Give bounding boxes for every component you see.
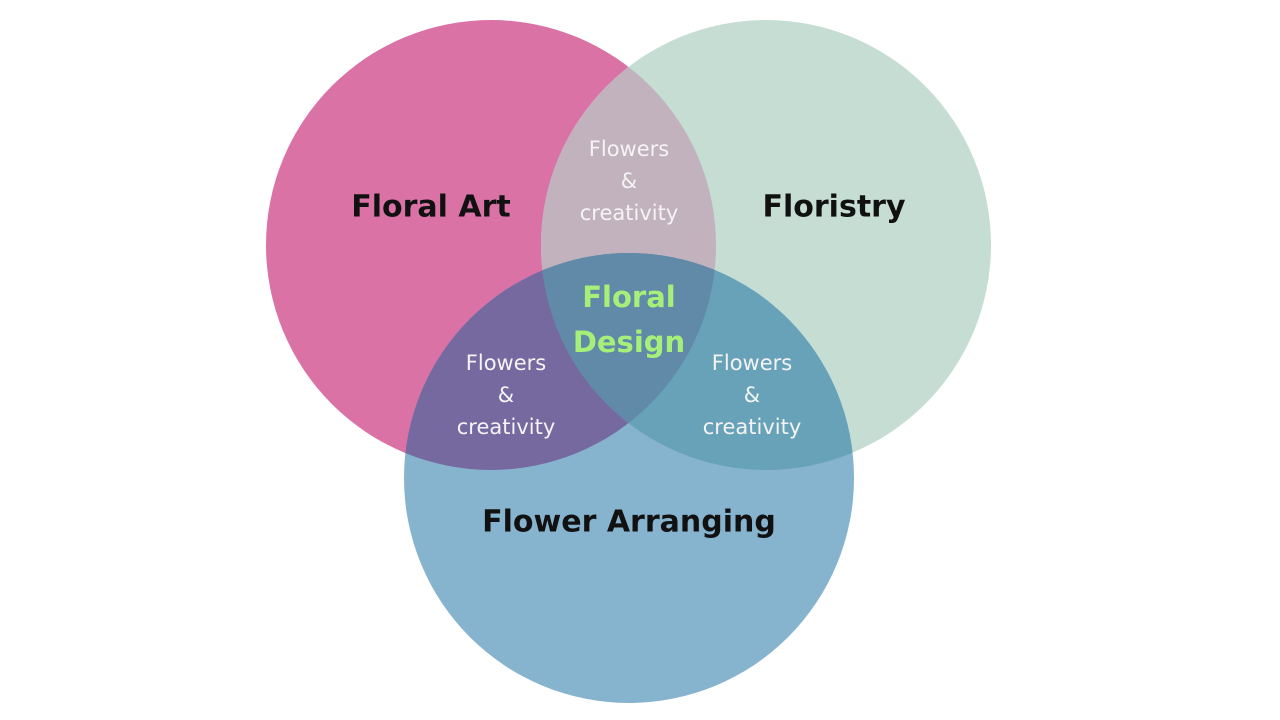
overlap-text: Flowers — [711, 351, 793, 375]
overlap-art-arranging — [404, 253, 716, 470]
overlap-left-label: Flowers & creativity — [457, 347, 556, 443]
label-floristry: Floristry — [762, 189, 906, 225]
center-text: Floral — [582, 280, 676, 314]
label-floral-art: Floral Art — [351, 189, 511, 225]
overlap-text: creativity — [579, 201, 679, 225]
overlap-floristry-arranging — [541, 253, 854, 470]
label-flower-arranging: Flower Arranging — [482, 504, 776, 540]
overlap-right-label: Flowers & creativity — [703, 347, 802, 443]
overlap-text: Flowers — [588, 137, 670, 161]
overlap-text: creativity — [456, 415, 556, 439]
overlap-top-label: Flowers & creativity — [580, 133, 679, 229]
center-text: Design — [572, 325, 686, 359]
overlap-text: & — [620, 169, 638, 193]
overlap-text: & — [497, 383, 515, 407]
center-label: Floral Design — [573, 275, 685, 365]
overlap-text: & — [743, 383, 761, 407]
overlap-text: Flowers — [465, 351, 547, 375]
overlap-text: creativity — [702, 415, 802, 439]
